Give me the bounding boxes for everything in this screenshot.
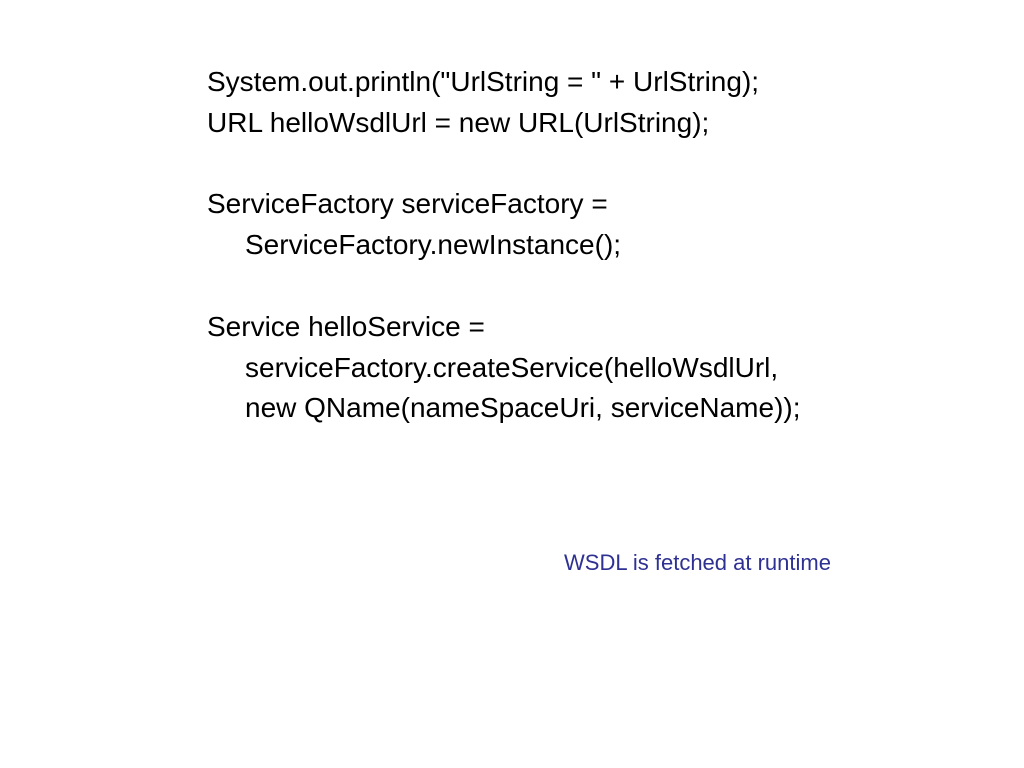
code-line: new QName(nameSpaceUri, serviceName)); <box>245 392 801 424</box>
blank-line <box>207 144 967 185</box>
code-line: ServiceFactory serviceFactory = <box>207 188 608 220</box>
code-line: System.out.println("UrlString = " + UrlS… <box>207 66 760 97</box>
code-line: ServiceFactory.newInstance(); <box>245 229 622 261</box>
code-block: System.out.println("UrlString = " + UrlS… <box>207 62 967 429</box>
blank-line <box>207 266 967 307</box>
code-line: URL helloWsdlUrl = new URL(UrlString); <box>207 106 710 138</box>
code-line: Service helloService = <box>207 310 485 342</box>
annotation-note: WSDL is fetched at runtime <box>564 550 831 575</box>
code-line: serviceFactory.createService(helloWsdlUr… <box>245 351 779 383</box>
